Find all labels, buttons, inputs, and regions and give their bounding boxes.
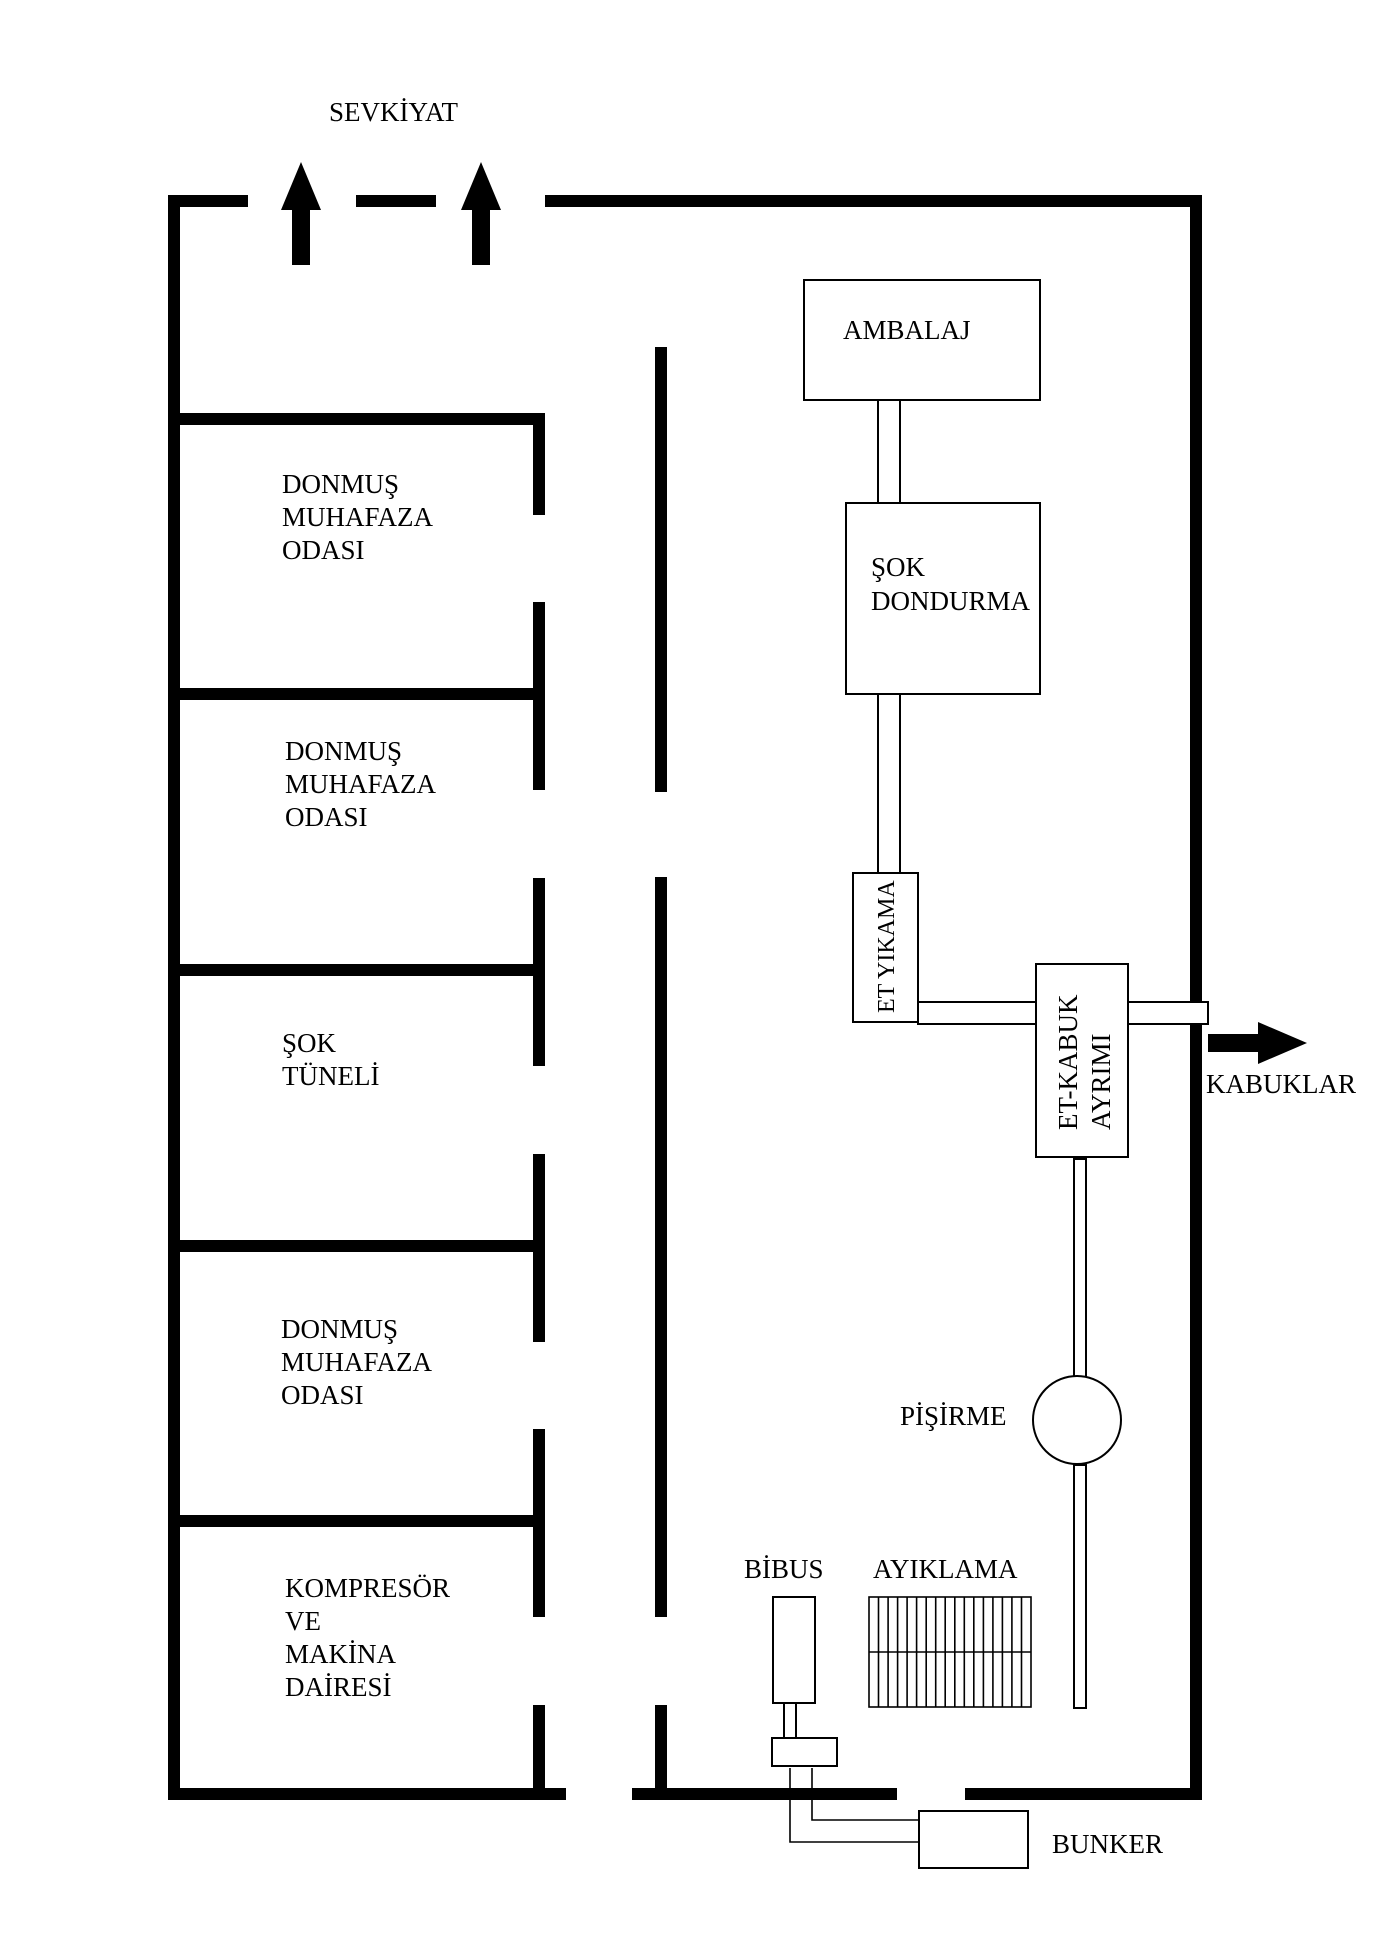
peeling-grid [868, 1596, 1032, 1708]
shells-label: KABUKLAR [1206, 1069, 1356, 1099]
shock-freezing-box [845, 502, 1041, 695]
meat-washing-box [852, 872, 919, 1023]
bibus-connector [771, 1737, 838, 1767]
partition-v-6 [533, 1705, 545, 1800]
corridor-wall-bottom [655, 1705, 667, 1800]
outer-walls [168, 195, 1202, 1800]
shipping-arrow-2 [461, 162, 501, 265]
bunker-label: BUNKER [1052, 1829, 1163, 1859]
shock-freezing-line-1: ŞOK [871, 552, 926, 582]
peeling-label: AYIKLAMA [873, 1554, 1018, 1584]
room-5-line-3: MAKİNA [285, 1639, 396, 1669]
wall-top-left-segment [168, 195, 248, 207]
corridor-wall [655, 347, 667, 1800]
partition-v-3 [533, 878, 545, 1066]
partition-v-4 [533, 1154, 545, 1342]
room-1-line-1: DONMUŞ [282, 469, 399, 499]
wall-bottom-left-segment [168, 1788, 566, 1800]
partition-v-2 [533, 602, 545, 790]
bunker-box [918, 1810, 1029, 1869]
meat-shell-separation-line-1: ET-KABUK [1053, 994, 1083, 1130]
pipe-separation-to-cooking [1073, 1158, 1087, 1378]
partition-v-5 [533, 1429, 545, 1617]
pipe-separation-to-outside [1127, 1001, 1209, 1025]
meat-shell-separation-box [1035, 963, 1129, 1158]
room-2-line-2: MUHAFAZA [285, 769, 437, 799]
room-3-line-2: TÜNELİ [282, 1061, 379, 1091]
shipping-arrows [281, 162, 501, 265]
shock-freezing-line-2: DONDURMA [871, 586, 1031, 616]
wall-left [168, 195, 180, 1800]
pipe-packaging-to-freezing [877, 399, 901, 506]
room-1-line-3: ODASI [282, 535, 365, 565]
partition-h-1 [168, 413, 545, 425]
partition-h-4 [168, 1240, 545, 1252]
process-packaging: AMBALAJ [803, 279, 1041, 401]
partition-h-3 [168, 964, 545, 976]
room-4-line-1: DONMUŞ [281, 1314, 398, 1344]
wall-right [1190, 195, 1202, 1800]
shipping-label: SEVKİYAT [329, 97, 459, 127]
room-2-line-3: ODASI [285, 802, 368, 832]
room-4-line-2: MUHAFAZA [281, 1347, 433, 1377]
process-bunker: BUNKER [918, 1810, 1163, 1869]
process-bibus: BİBUS [744, 1554, 838, 1767]
cooking-label: PİŞİRME [900, 1401, 1007, 1431]
process-cooking: PİŞİRME [900, 1375, 1122, 1465]
process-shock-freezing: ŞOK DONDURMA [845, 502, 1041, 695]
wall-top-right-segment [545, 195, 1202, 207]
pipe-freezing-to-washing [877, 693, 901, 878]
room-5-line-2: VE [285, 1606, 321, 1636]
room-frozen-storage-3: DONMUŞ MUHAFAZA ODASI [281, 1314, 433, 1410]
room-4-line-3: ODASI [281, 1380, 364, 1410]
shells-arrow [1208, 1022, 1307, 1064]
shells-output: KABUKLAR [1206, 1022, 1356, 1099]
process-peeling: AYIKLAMA [868, 1554, 1032, 1708]
pipe-washing-to-separation [917, 1001, 1041, 1025]
cooking-circle [1032, 1375, 1122, 1465]
room-frozen-storage-1: DONMUŞ MUHAFAZA ODASI [282, 469, 434, 565]
room-compressor-machine: KOMPRESÖR VE MAKİNA DAİRESİ [285, 1573, 450, 1702]
process-meat-washing: ET YIKAMA [852, 872, 919, 1023]
room-3-line-1: ŞOK [282, 1028, 337, 1058]
pipe-bibus-down [783, 1702, 797, 1739]
process-meat-shell-separation: ET-KABUK AYRIMI [1035, 963, 1129, 1158]
meat-washing-label: ET YIKAMA [874, 880, 900, 1013]
packaging-label: AMBALAJ [843, 315, 971, 345]
pipe-bibus-to-bunker [789, 1768, 919, 1843]
room-1-line-2: MUHAFAZA [282, 502, 434, 532]
partition-v-1 [533, 413, 545, 515]
room-partitions [168, 413, 545, 1800]
room-shock-tunnel: ŞOK TÜNELİ [282, 1028, 379, 1091]
corridor-wall-upper [655, 347, 667, 792]
partition-h-2 [168, 688, 545, 700]
meat-shell-separation-line-2: AYRIMI [1086, 1033, 1116, 1130]
wall-bottom-middle-segment [632, 1788, 897, 1800]
pipe-cooking-down [1073, 1464, 1087, 1709]
shipping-arrow-1 [281, 162, 321, 265]
room-frozen-storage-2: DONMUŞ MUHAFAZA ODASI [285, 736, 437, 832]
room-2-line-1: DONMUŞ [285, 736, 402, 766]
room-5-line-4: DAİRESİ [285, 1672, 392, 1702]
bibus-label: BİBUS [744, 1554, 824, 1584]
corridor-wall-lower [655, 877, 667, 1617]
wall-top-middle-segment [356, 195, 436, 207]
partition-h-5 [168, 1515, 545, 1527]
bibus-box [772, 1596, 816, 1704]
process-pipes [783, 399, 1209, 1843]
room-5-line-1: KOMPRESÖR [285, 1573, 450, 1603]
packaging-box [803, 279, 1041, 401]
wall-bottom-right-segment [965, 1788, 1202, 1800]
